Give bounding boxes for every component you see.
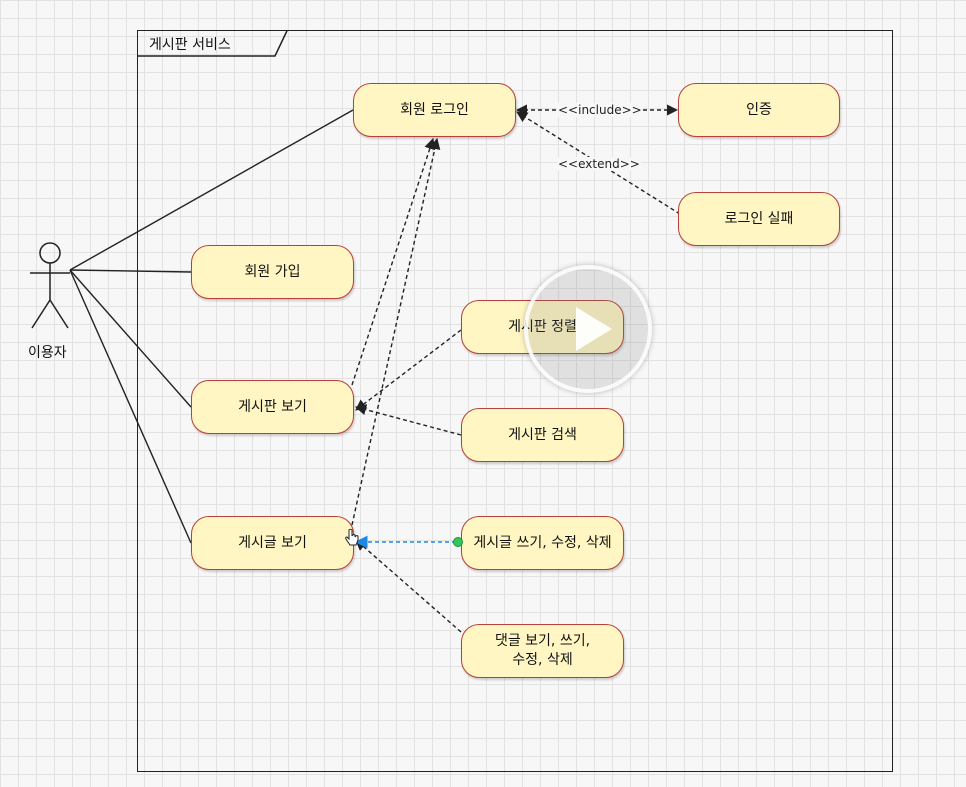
frame-title-tab: 게시판 서비스: [137, 30, 288, 57]
include-label: <<include>>: [557, 103, 643, 117]
system-boundary-frame: [137, 30, 893, 772]
frame-title: 게시판 서비스: [149, 37, 231, 53]
hand-cursor-icon: [345, 528, 359, 546]
edge-comment-postview[interactable]: [355, 539, 462, 633]
use-case-member-signup[interactable]: 회원 가입: [191, 245, 354, 299]
actor-user[interactable]: [22, 240, 78, 360]
use-case-login-fail[interactable]: 로그인 실패: [678, 192, 840, 246]
edge-postview-login[interactable]: [351, 137, 441, 526]
use-case-member-login[interactable]: 회원 로그인: [353, 83, 516, 137]
use-case-board-view[interactable]: 게시판 보기: [191, 380, 354, 434]
use-case-auth[interactable]: 인증: [678, 83, 840, 137]
video-play-button[interactable]: [524, 265, 652, 393]
connection-point-icon[interactable]: [453, 537, 463, 547]
actor-label: 이용자: [28, 345, 67, 361]
edge-actor-login[interactable]: [69, 109, 354, 271]
use-case-post-write[interactable]: 게시글 쓰기, 수정, 삭제: [461, 516, 624, 570]
stick-figure-icon: [30, 242, 70, 329]
use-case-board-search[interactable]: 게시판 검색: [461, 408, 624, 462]
use-case-comment[interactable]: 댓글 보기, 쓰기, 수정, 삭제: [461, 624, 624, 678]
edge-actor-signup[interactable]: [69, 269, 192, 273]
edge-sort-boardview[interactable]: [355, 329, 462, 411]
edge-actor-boardview[interactable]: [69, 269, 192, 408]
use-case-post-view[interactable]: 게시글 보기: [191, 516, 354, 570]
play-icon: [576, 307, 612, 351]
extend-label: <<extend>>: [557, 157, 641, 171]
edge-actor-postview[interactable]: [69, 269, 192, 544]
edge-boardview-login[interactable]: [351, 137, 436, 386]
